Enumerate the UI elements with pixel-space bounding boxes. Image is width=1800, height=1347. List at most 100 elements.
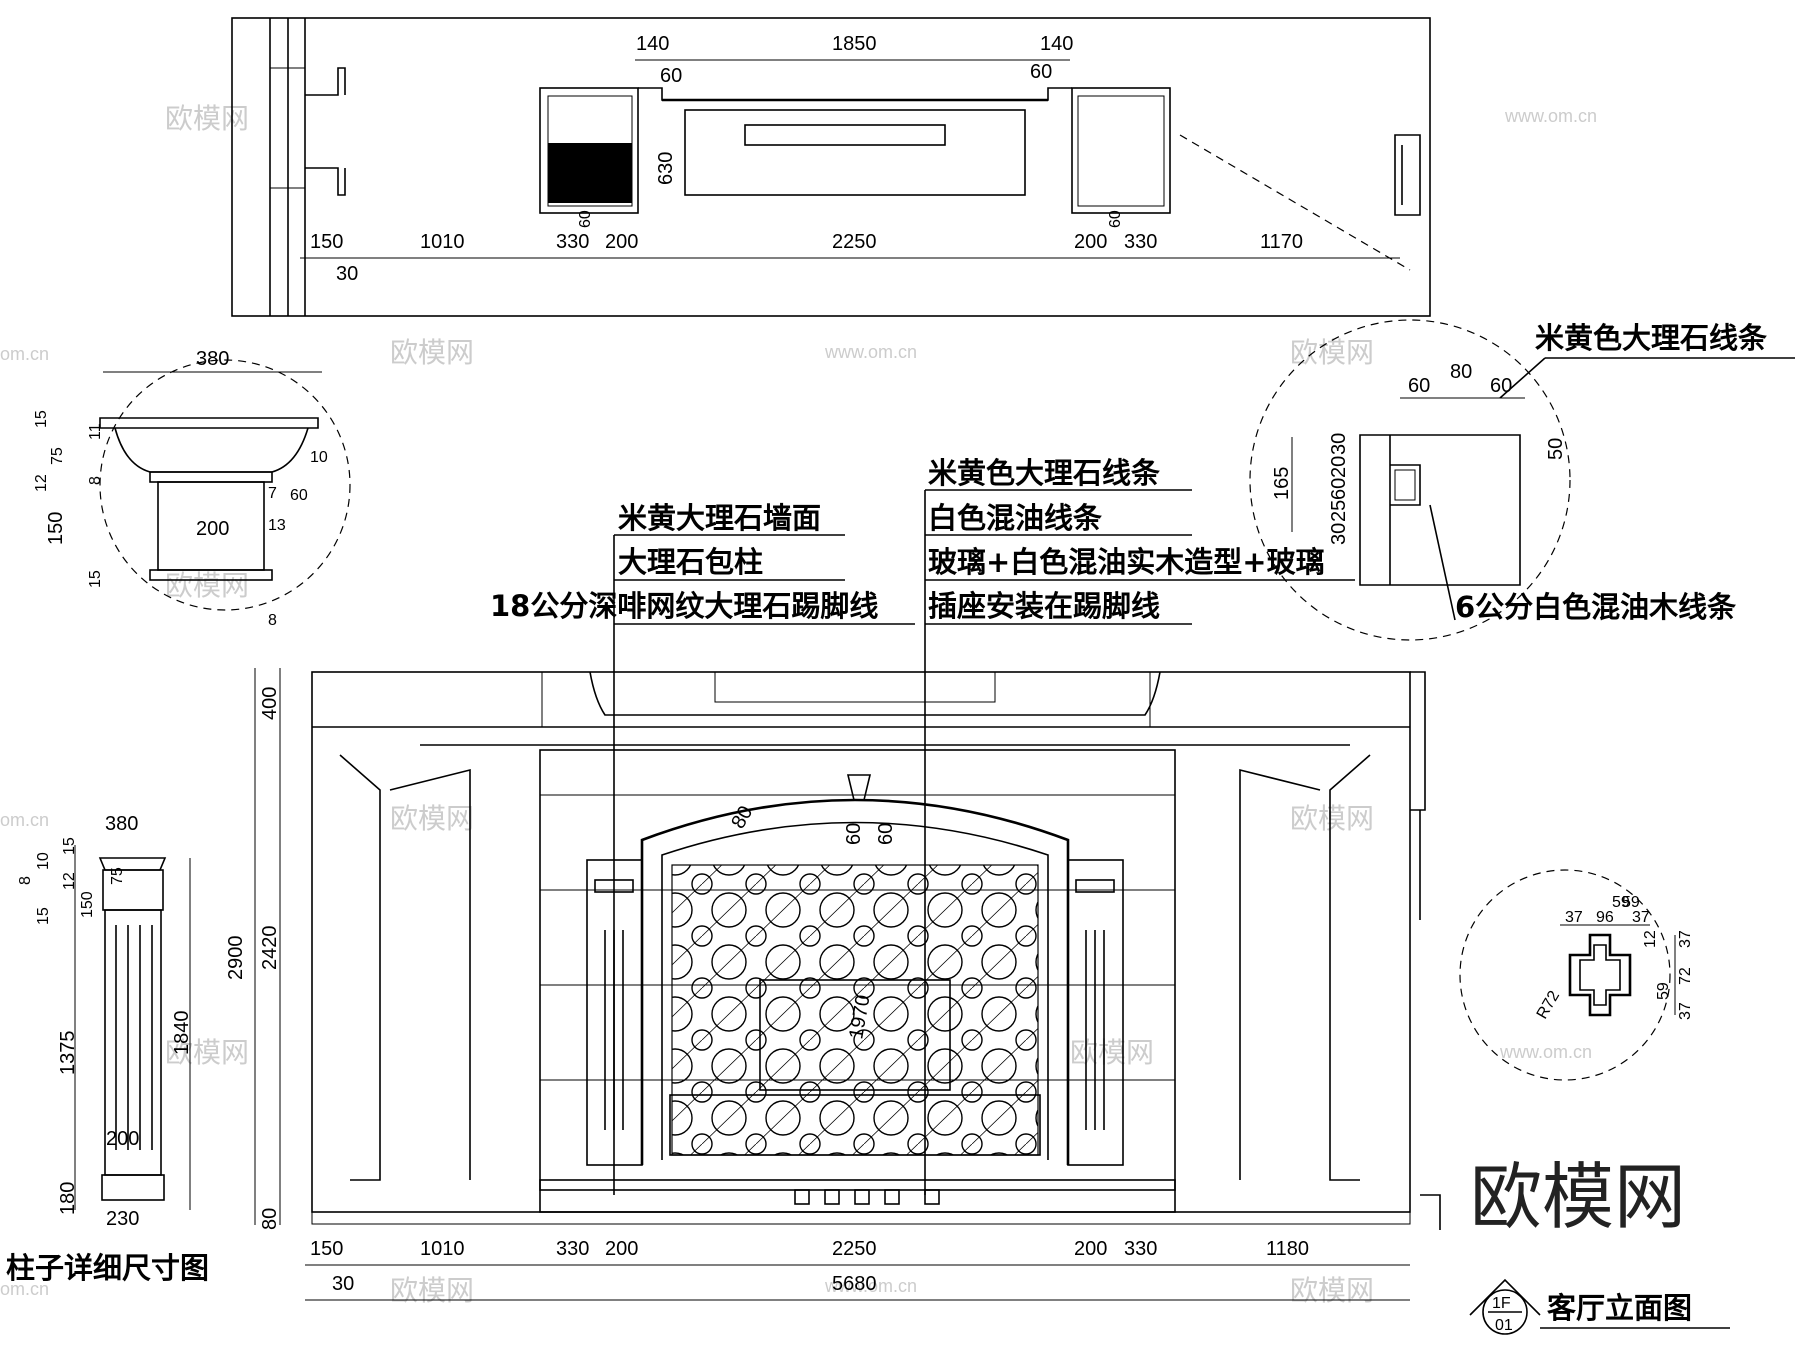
section-detail: 59 59 37 96 37 12 37 72 59 37 R72 (1534, 894, 1694, 1022)
dim-label: 75 (109, 867, 126, 885)
dim-label: 60 (660, 65, 682, 87)
dim-label: 30 (336, 263, 358, 285)
dim-label: 12 (1642, 930, 1659, 948)
watermark-text: 欧模网 (390, 336, 474, 369)
dim-label: R72 (1534, 988, 1563, 1022)
dim-label: 400 (259, 687, 281, 720)
watermark-url: om.cn (0, 344, 49, 364)
dim-label: 200 (196, 518, 229, 540)
dim-label: 60 (1408, 375, 1430, 397)
dim-label: 8 (268, 612, 277, 629)
dim-label: 5680 (832, 1273, 877, 1295)
dim-label: 60 (1107, 210, 1124, 228)
dim-label: 15 (87, 570, 104, 588)
dim-label: 180 (57, 1182, 79, 1215)
dim-label: 60 (577, 210, 594, 228)
dim-label: 330 (556, 1238, 589, 1260)
dim-label: 37 (1677, 930, 1694, 948)
dim-label: 2900 (225, 936, 247, 981)
watermark-text: 欧模网 (1290, 802, 1374, 835)
dim-label: 80 (727, 802, 757, 832)
dim-label: 60 (1030, 61, 1052, 83)
note-label: 玻璃+白色混油实木造型+玻璃 (928, 545, 1325, 579)
watermark-text: 欧模网 (390, 802, 474, 835)
watermarks: 欧模网 www.om.cn om.cn 欧模网 www.om.cn 欧模网 欧模… (0, 102, 1686, 1307)
annotation-notes: 米黄大理石墙面 大理石包柱 18公分深啡网纹大理石踢脚线 米黄色大理石线条 白色… (490, 456, 1355, 1195)
dim-label: 8 (87, 476, 104, 485)
note-label: 大理石包柱 (618, 545, 763, 579)
dim-label: 59 (1655, 982, 1672, 1000)
dim-label: 15 (33, 410, 50, 428)
dim-label: 1010 (420, 231, 465, 253)
dim-label: 200 (605, 1238, 638, 1260)
dim-label: 1180 (1266, 1238, 1309, 1260)
dim-label: 150 (310, 231, 343, 253)
dim-label: 60 (290, 487, 308, 504)
dim-label: 12 (61, 872, 78, 890)
watermark-text: 欧模网 (165, 102, 249, 135)
column-detail-caption: 柱子详细尺寸图 (6, 1251, 209, 1285)
dim-label: 20 (1328, 456, 1350, 478)
watermark-text: 欧模网 (1290, 1274, 1374, 1307)
moulding-detail: 米黄色大理石线条 60 80 60 165 30 20 60 25 30 50 … (1249, 319, 1795, 641)
dim-label: 72 (1677, 967, 1694, 985)
note-label: 白色混油线条 (928, 501, 1102, 535)
dim-label: 150 (45, 512, 67, 545)
dim-label: 37 (1677, 1002, 1694, 1020)
watermark-text: 欧模网 (165, 1036, 249, 1069)
plan-view: 140 1850 140 60 60 630 60 60 150 30 1010… (231, 17, 1431, 317)
dim-label: 59 (1622, 894, 1640, 911)
dim-label: 200 (605, 231, 638, 253)
drawing-number: 01 (1495, 1317, 1513, 1334)
dim-label: 30 (1328, 433, 1350, 455)
dim-label: 12 (33, 474, 50, 492)
watermark-url: www.om.cn (824, 1276, 917, 1296)
dim-label: 60 (875, 823, 897, 845)
dim-label: 59 (1612, 894, 1630, 911)
dim-label: 140 (636, 33, 669, 55)
watermark-text: 欧模网 (165, 569, 249, 602)
dim-label: 1010 (420, 1238, 465, 1260)
watermark-url: www.om.cn (824, 342, 917, 362)
dim-label: 15 (61, 837, 78, 855)
dim-label: 96 (1596, 909, 1614, 926)
dim-label: 60 (1328, 478, 1350, 500)
dim-label: 13 (268, 517, 286, 534)
note-label: 米黄大理石墙面 (618, 501, 821, 535)
watermark-text: 欧模网 (1070, 1036, 1154, 1069)
dim-label: 50 (1545, 438, 1567, 460)
dim-label: 2250 (832, 1238, 877, 1260)
dim-label: 30 (1328, 523, 1350, 545)
dim-label: 7 (268, 485, 277, 502)
dim-label: 2420 (259, 926, 281, 971)
main-elevation: 2900 400 2420 80 80 60 60 1970 150 30 10… (225, 668, 1671, 1301)
watermark-url: om.cn (0, 1279, 49, 1299)
dim-label: 1375 (57, 1031, 79, 1076)
dim-label: 150 (310, 1238, 343, 1260)
note-label: 18公分深啡网纹大理石踢脚线 (490, 589, 878, 623)
dim-label: 200 (1074, 231, 1107, 253)
drawing-title: 客厅立面图 (1547, 1291, 1692, 1325)
watermark-text: 欧模网 (1290, 336, 1374, 369)
dim-label: 380 (105, 813, 138, 835)
dim-label: 330 (1124, 231, 1157, 253)
note-label: 插座安装在踢脚线 (928, 589, 1160, 623)
dim-label: 2250 (832, 231, 877, 253)
note-label: 米黄色大理石线条 (928, 456, 1160, 490)
dim-label: 30 (332, 1273, 354, 1295)
cap-detail: 380 15 11 75 8 12 150 15 10 60 7 13 8 20… (33, 348, 351, 629)
dim-label: 150 (79, 891, 96, 918)
dim-label: 380 (196, 348, 229, 370)
watermark-url: om.cn (0, 810, 49, 830)
watermark-url: www.om.cn (1499, 1042, 1592, 1062)
dim-label: 1170 (1260, 231, 1303, 253)
watermark-text: 欧模网 (390, 1274, 474, 1307)
dim-label: 10 (35, 852, 52, 870)
dim-label: 200 (1074, 1238, 1107, 1260)
moulding-title-label: 米黄色大理石线条 (1535, 321, 1767, 355)
dim-label: 330 (556, 231, 589, 253)
dim-label: 10 (310, 449, 328, 466)
dim-label: 11 (87, 423, 104, 440)
dim-label: 80 (1450, 361, 1472, 383)
